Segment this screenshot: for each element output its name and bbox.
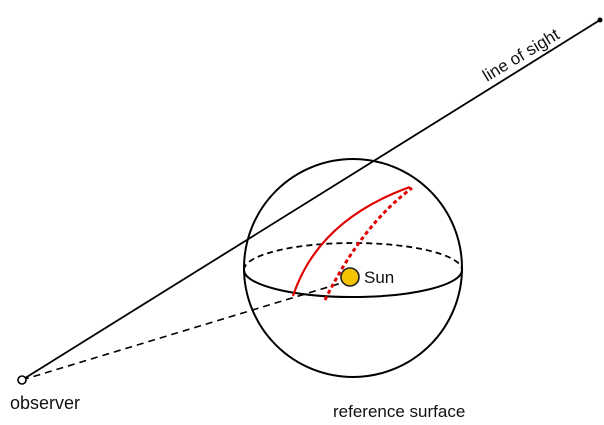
red-arc-solid (291, 185, 411, 297)
sun-marker (340, 267, 360, 287)
line-of-sight-arrow-tip (597, 17, 603, 23)
line-of-sight-label: line of sight (479, 25, 563, 86)
red-arc-dotted (323, 186, 413, 301)
sun-label: Sun (364, 268, 394, 287)
reference-surface-label: reference surface (333, 402, 465, 421)
observer-label: observer (10, 393, 80, 413)
line-of-sight-ray (21, 19, 601, 381)
equator-front (243, 269, 463, 298)
projection-dashed-line (21, 280, 349, 381)
equator-back-dashed (243, 242, 463, 271)
observer-marker (17, 375, 27, 385)
